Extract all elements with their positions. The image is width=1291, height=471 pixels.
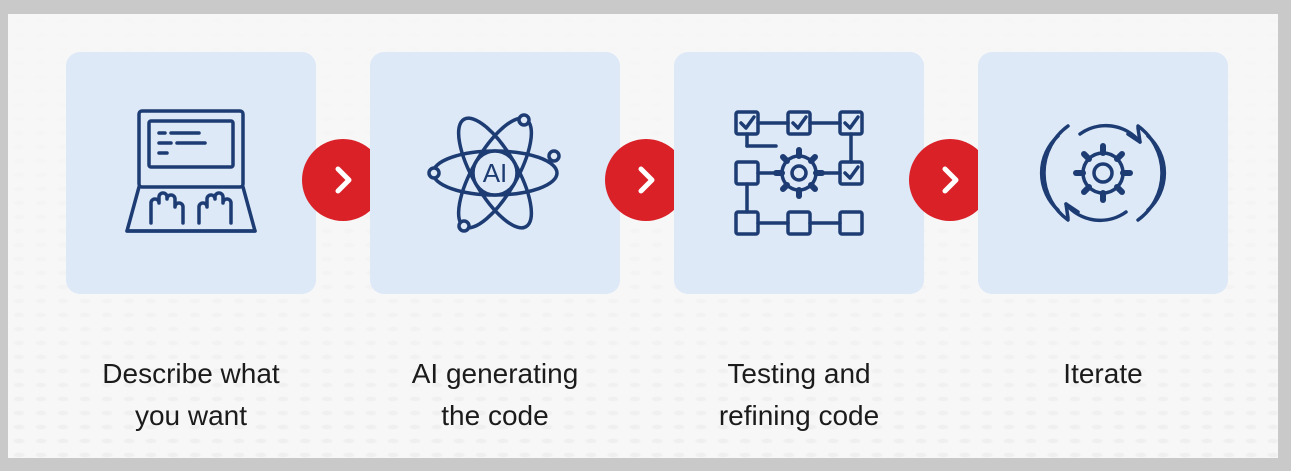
diagram-panel: AI bbox=[8, 14, 1278, 458]
step-1-label: Describe what you want bbox=[102, 358, 280, 431]
next-step-arrow-2[interactable] bbox=[605, 139, 687, 221]
step-3-card bbox=[674, 52, 924, 294]
step-2-label: AI generating the code bbox=[411, 358, 579, 431]
next-step-arrow-3[interactable] bbox=[909, 139, 991, 221]
ai-icon-text: AI bbox=[483, 158, 508, 188]
step-1-card bbox=[66, 52, 316, 294]
step-3-label: Testing and refining code bbox=[718, 358, 880, 431]
ai-atom-icon: AI bbox=[427, 113, 561, 233]
chevron-right-icon bbox=[942, 166, 959, 194]
step-4-card bbox=[978, 52, 1228, 294]
step-2-card: AI bbox=[370, 52, 620, 294]
step-4-label: Iterate bbox=[1063, 358, 1143, 389]
chevron-right-icon bbox=[335, 166, 352, 194]
testing-flowchart-icon bbox=[734, 110, 864, 236]
iterate-cycle-icon bbox=[1039, 123, 1167, 223]
laptop-typing-icon bbox=[125, 109, 257, 233]
chevron-right-icon bbox=[638, 166, 655, 194]
